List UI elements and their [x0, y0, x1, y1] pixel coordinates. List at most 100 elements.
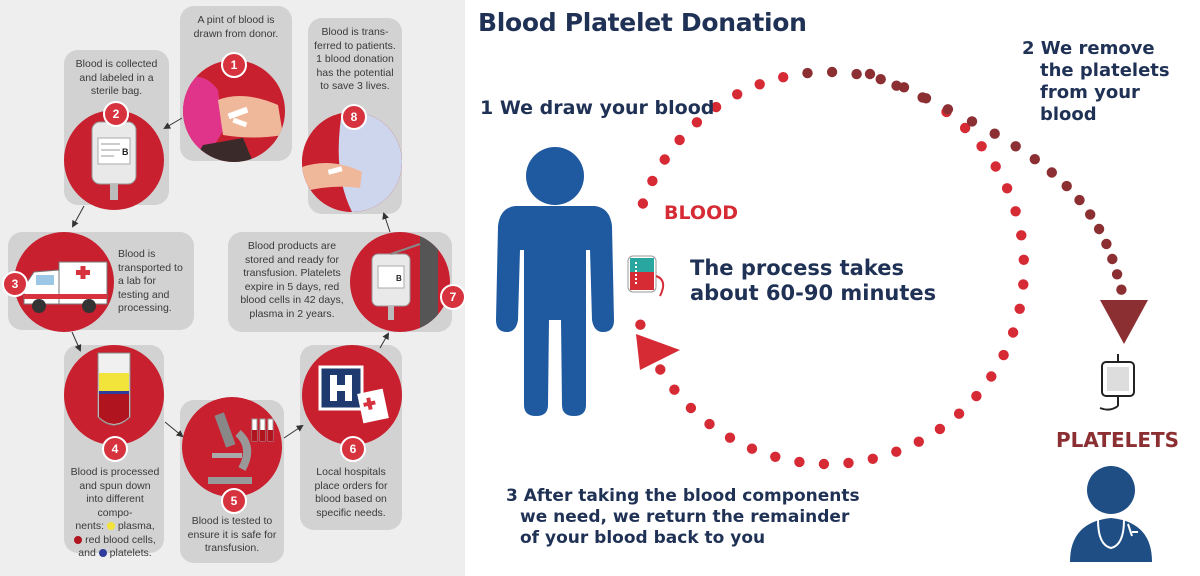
cycle-dot: [1007, 327, 1019, 338]
cycle-dot: [891, 80, 902, 91]
test-tube-icon: [64, 345, 164, 445]
red-cells-dot: [74, 535, 83, 544]
microscope-icon: [182, 397, 282, 497]
cycle-dot: [746, 443, 758, 454]
step-4-line-1: Blood is processed: [70, 466, 160, 478]
cycle-dot: [851, 68, 862, 80]
plasma-dot: [106, 522, 115, 530]
cycle-dot: [990, 161, 1001, 172]
cycle-dot: [1111, 269, 1123, 280]
cycle-dot: [891, 446, 902, 457]
cycle-dot: [1014, 303, 1025, 314]
cycle-dot: [732, 89, 743, 100]
cycle-dot: [802, 67, 813, 79]
cycle-dot: [778, 72, 789, 83]
red-cells-label: red blood cells,: [85, 533, 156, 546]
cycle-dot: [818, 458, 830, 470]
step-5-number: 5: [221, 488, 247, 514]
hospital-icon: [302, 345, 402, 445]
cycle-dot: [704, 418, 715, 430]
blood-bag-small-icon: [627, 255, 665, 297]
cycle-dot: [1085, 209, 1096, 220]
step-3-line-1: 3 After taking the blood components: [506, 486, 860, 506]
cycle-dot: [843, 457, 854, 469]
cycle-dot: [647, 175, 658, 187]
cycle-dot: [976, 141, 987, 152]
cycle-dot: [1074, 194, 1085, 206]
step-arrows: [71, 117, 391, 439]
iv-bag-icon: [1099, 354, 1135, 411]
step-5-caption: Blood is tested to ensure it is safe for…: [187, 515, 277, 554]
step-2-line-1: 2 We remove: [1022, 38, 1155, 59]
step-2-number: 2: [103, 101, 129, 127]
arrow-return: [636, 334, 680, 370]
step-3-line-3: of your blood back to you: [520, 528, 766, 548]
cycle-dot: [655, 364, 666, 375]
cycle-dot: [986, 371, 997, 382]
step-3-line-2: we need, we return the remainder: [520, 507, 850, 527]
cycle-dot: [1029, 154, 1041, 165]
platelets-label: PLATELETS: [1056, 428, 1180, 452]
cycle-dot: [794, 456, 805, 468]
cycle-dot: [637, 198, 649, 209]
cycle-dot: [953, 408, 965, 419]
cycle-dot: [710, 101, 722, 113]
cycle-dot: [864, 68, 876, 80]
step-1-caption: A pint of blood is drawn from donor.: [193, 14, 279, 40]
cycle-dot: [1107, 253, 1118, 265]
cycle-dot: [754, 79, 765, 90]
step-8-number: 8: [341, 104, 367, 130]
cycle-dot: [1101, 238, 1112, 250]
cycle-dot: [934, 423, 946, 435]
cycle-dot: [669, 384, 680, 395]
storage-bag-label: B: [396, 274, 402, 283]
cycle-dot: [875, 74, 886, 85]
process-line-1: The process takes: [690, 256, 904, 280]
cycle-dot: [1010, 206, 1021, 217]
and-label: and: [78, 547, 96, 559]
platelets-dot: [98, 549, 107, 557]
cycle-dot: [724, 432, 736, 443]
step-7-caption: Blood products are stored and ready for …: [240, 240, 344, 320]
step-4-line-3: into different compo-: [86, 493, 144, 519]
cycle-dot: [1016, 230, 1027, 241]
cycle-dot: [1018, 279, 1029, 290]
cycle-dot: [1018, 254, 1029, 265]
blood-storage-icon: B: [350, 232, 450, 332]
plasma-label: plasma,: [117, 520, 155, 532]
cycle-dot: [1093, 223, 1105, 235]
cycle-dot: [971, 390, 982, 402]
cycle-dot: [917, 92, 928, 103]
platelets-legend-label: platelets.: [109, 547, 152, 559]
cycle-dot: [989, 128, 1000, 139]
step-3-caption: Blood is transported to a lab for testin…: [118, 248, 183, 314]
step-6-number: 6: [340, 436, 366, 462]
step-8-caption: Blood is trans-ferred to patients. 1 blo…: [314, 26, 396, 92]
blood-label: BLOOD: [664, 202, 738, 224]
platelet-donation-panel: [465, 0, 1200, 576]
cycle-dot: [770, 451, 781, 462]
cycle-dot: [826, 66, 838, 78]
cycle-dot: [691, 117, 703, 128]
cycle-dot: [659, 154, 670, 165]
step-2-line-2: the platelets: [1040, 60, 1170, 81]
cycle-dot: [635, 319, 646, 330]
step-4-line-4: nents:: [75, 520, 104, 532]
page-title: Blood Platelet Donation: [478, 8, 807, 37]
step-4-line-2: and spun down: [79, 479, 151, 492]
cycle-dot: [1010, 141, 1021, 152]
blood-journey-panel: A pint of blood is drawn from donor. 1 B…: [0, 0, 466, 576]
cycle-dot: [1116, 284, 1127, 295]
bag-label: B: [122, 147, 129, 157]
cycle-dot: [674, 134, 685, 146]
step-4-number: 4: [102, 436, 128, 462]
step-2-line-3: from your blood: [1040, 82, 1140, 125]
step-1-number: 1: [221, 52, 247, 78]
arrow-to-platelets: [1100, 300, 1148, 344]
step-2-caption: Blood is collected and labeled in a ster…: [75, 58, 158, 97]
cycle-dot: [942, 104, 954, 115]
step-3-label: 3 After taking the blood components we n…: [506, 486, 860, 549]
process-duration: The process takes about 60-90 minutes: [690, 256, 936, 306]
cycle-dot: [1001, 183, 1013, 194]
